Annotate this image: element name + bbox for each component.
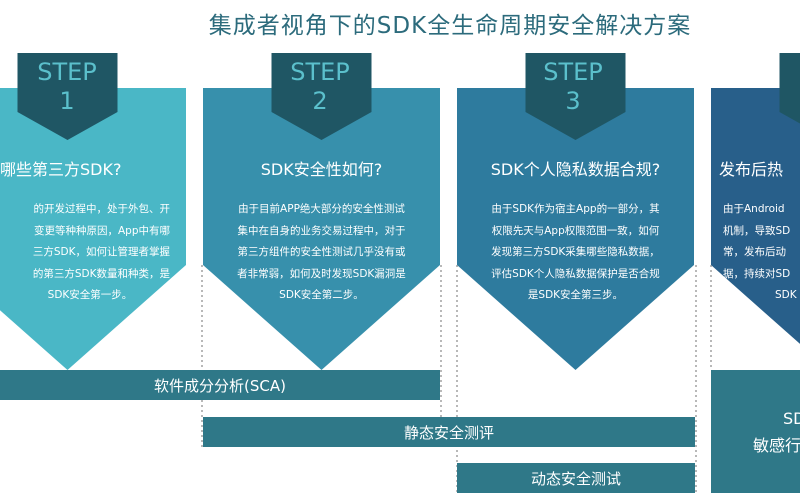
step-3-heading: SDK个人隐私数据合规? <box>490 160 661 179</box>
step-3-body: 由于SDK作为宿主App的一部分，其权限先天与App权限范围一致，如何发现第三方… <box>491 203 660 301</box>
step-4-heading: 发布后热 <box>719 160 784 179</box>
step-1-heading: 哪些第三方SDK? <box>0 160 122 179</box>
step-1-tab-shape <box>17 53 118 140</box>
step-4-tab-shape <box>779 53 800 124</box>
step-2-tab-shape <box>271 53 372 140</box>
step-4-panel <box>711 88 800 344</box>
static-test-bar: 静态安全测评 <box>203 417 695 447</box>
step-2-heading: SDK安全性如何? <box>260 160 383 179</box>
step-1-panel <box>0 88 186 370</box>
step-3-panel <box>457 88 694 370</box>
dynamic-test-bar: 动态安全测试 <box>457 463 695 493</box>
step-3-tab-shape <box>525 53 626 140</box>
step-2-body: 由于目前APP绝大部分的安全性测试集中在自身的业务交易过程中，对于第三方组件的安… <box>237 203 406 301</box>
step-1-body: 的开发过程中，处于外包、开变更等种种原因，App中有哪三方SDK，如何让管理者掌… <box>32 203 170 301</box>
step-4-tab: S <box>777 58 800 87</box>
step-2-panel <box>203 88 440 370</box>
page-title: 集成者视角下的SDK全生命周期安全解决方案 <box>208 13 692 39</box>
sca-bar: 软件成分分析(SCA) <box>0 370 440 400</box>
